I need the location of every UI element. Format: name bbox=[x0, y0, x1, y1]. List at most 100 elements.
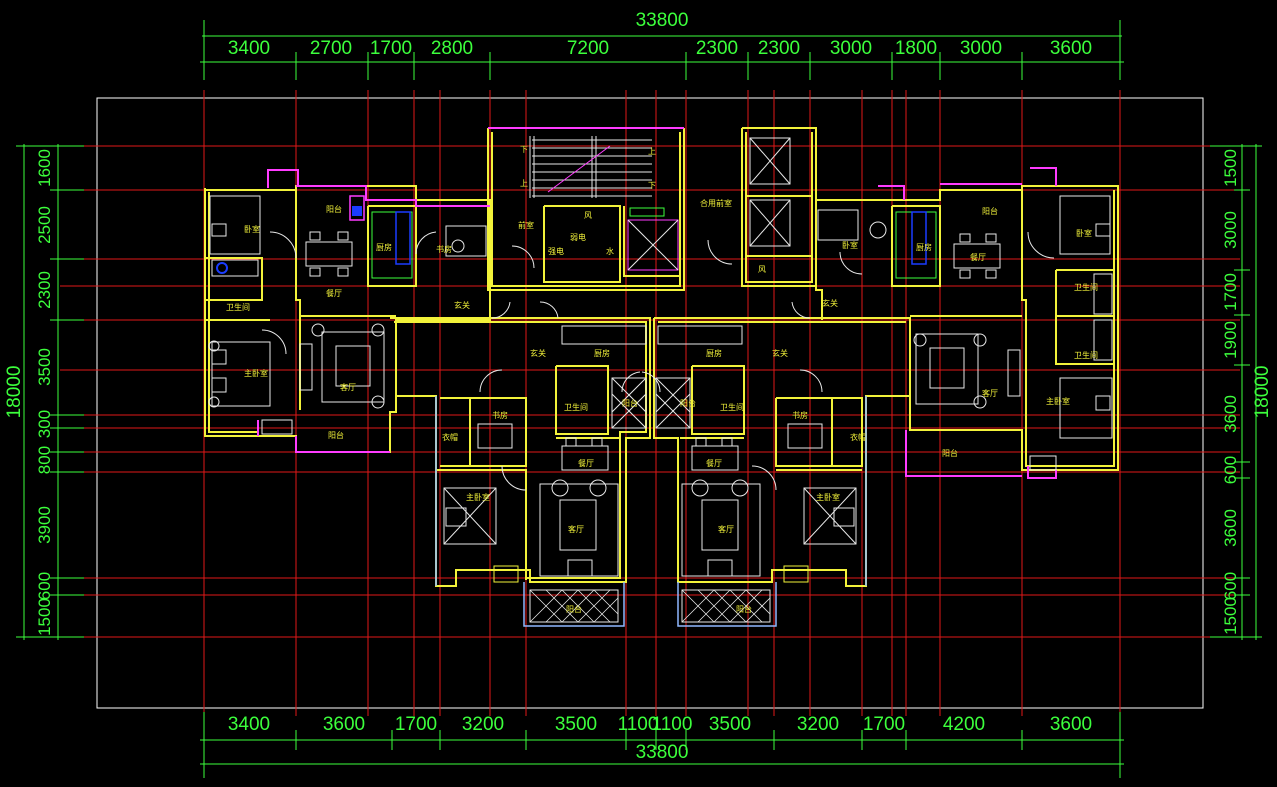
drawing-frame bbox=[96, 97, 1204, 709]
room-ll-dining: 餐厅 bbox=[326, 289, 342, 298]
room-rc-kitchen: 厨房 bbox=[706, 348, 722, 358]
room-core-front: 前室 bbox=[518, 220, 534, 230]
room-rc-study: 书房 bbox=[792, 410, 808, 420]
room-rc-living: 客厅 bbox=[718, 524, 734, 534]
room-ll-bedroom: 卧室 bbox=[244, 224, 260, 234]
room-lc-dining: 餐厅 bbox=[578, 459, 594, 468]
stair-up-left: 上 bbox=[520, 179, 528, 188]
dim-right-3: 1700 bbox=[1221, 273, 1240, 311]
stair-treads bbox=[529, 136, 652, 198]
stair-down-right: 下 bbox=[648, 181, 656, 190]
dim-top-4: 2800 bbox=[431, 38, 473, 59]
dim-bottom-6: 1100 bbox=[618, 714, 659, 735]
room-rc-master: 主卧室 bbox=[816, 492, 840, 502]
dim-top-3: 1700 bbox=[370, 38, 412, 59]
dim-top-total: 33800 bbox=[636, 10, 689, 31]
room-lc-balcony2: 阳台 bbox=[566, 604, 582, 614]
fixtures bbox=[211, 195, 1057, 583]
room-labels: 阳台 卧室 餐厅 厨房 书房 卫生间 主卧室 客厅 阳台 玄关 前室 合用前室 … bbox=[226, 145, 1098, 614]
room-core-water: 水 bbox=[606, 246, 614, 256]
dim-right-total: 18000 bbox=[1252, 366, 1273, 419]
dim-left-1: 1600 bbox=[35, 149, 54, 187]
dim-bottom-8: 3500 bbox=[709, 714, 751, 735]
dim-top-11: 3600 bbox=[1050, 38, 1092, 59]
dim-right-5: 3600 bbox=[1221, 395, 1240, 433]
dim-top-5: 7200 bbox=[567, 38, 609, 59]
dim-bottom-9: 3200 bbox=[797, 714, 839, 735]
dim-bottom-3: 1700 bbox=[395, 714, 437, 735]
balcony-accent-lines bbox=[257, 127, 1057, 479]
room-ll-living: 客厅 bbox=[340, 382, 356, 392]
room-ll-balcony1: 阳台 bbox=[326, 204, 342, 214]
dim-top-7: 2300 bbox=[758, 38, 800, 59]
room-ll-bath: 卫生间 bbox=[226, 302, 250, 312]
elevator-2 bbox=[749, 199, 791, 247]
dim-top-2: 2700 bbox=[310, 38, 352, 59]
dim-right-7: 3600 bbox=[1221, 509, 1240, 547]
dim-left-6: 800 bbox=[35, 446, 54, 474]
dim-top-6: 2300 bbox=[696, 38, 738, 59]
dim-right-8: 600 bbox=[1221, 572, 1240, 600]
dim-right-1: 1500 bbox=[1221, 149, 1240, 187]
building-walls bbox=[204, 127, 1119, 587]
room-lc-kitchen: 厨房 bbox=[594, 348, 610, 358]
dim-right-9: 1500 bbox=[1221, 597, 1240, 635]
room-rc-balcony2: 阳台 bbox=[736, 604, 752, 614]
dim-left-4: 3500 bbox=[35, 348, 54, 386]
furniture bbox=[208, 195, 1113, 623]
dim-top-1: 3400 bbox=[228, 38, 270, 59]
dim-left-2: 2500 bbox=[35, 206, 54, 244]
room-ll-master: 主卧室 bbox=[244, 368, 268, 378]
room-ll-study: 书房 bbox=[436, 244, 452, 254]
elevator-3 bbox=[627, 219, 679, 271]
dim-bottom-2: 3600 bbox=[323, 714, 365, 735]
room-rr-bath1: 卫生间 bbox=[1074, 282, 1098, 292]
dim-right-2: 3000 bbox=[1221, 211, 1240, 249]
room-rc-bath: 卫生间 bbox=[720, 402, 744, 412]
room-ll-kitchen: 厨房 bbox=[376, 242, 392, 252]
room-rr-bath2: 卫生间 bbox=[1074, 350, 1098, 360]
room-ll-foyer: 玄关 bbox=[454, 300, 470, 310]
dim-left-total: 18000 bbox=[4, 366, 25, 419]
door-swings bbox=[261, 231, 1055, 491]
room-rc-balcony: 阳台 bbox=[680, 398, 696, 408]
room-rr-foyer: 玄关 bbox=[822, 298, 838, 308]
stair-elevator-core bbox=[529, 136, 791, 271]
room-ll-balcony2: 阳台 bbox=[328, 430, 344, 440]
room-rr-bedroom2: 卧室 bbox=[1076, 228, 1092, 238]
stair-up-right: 上 bbox=[648, 147, 656, 156]
dim-bottom-1: 3400 bbox=[228, 714, 270, 735]
room-core-wind1: 风 bbox=[584, 211, 592, 220]
elevator-1 bbox=[749, 137, 791, 185]
dim-right-4: 1900 bbox=[1221, 321, 1240, 359]
dim-top-8: 3000 bbox=[830, 38, 872, 59]
room-rr-balcony1: 阳台 bbox=[982, 206, 998, 216]
room-rr-balcony2: 阳台 bbox=[942, 448, 958, 458]
room-lc-balcony: 阳台 bbox=[622, 398, 638, 408]
dimension-labels: 33800 3400 2700 1700 2800 7200 2300 2300… bbox=[4, 10, 1273, 763]
room-lc-wardrobe: 衣帽 bbox=[442, 432, 458, 442]
room-core-pipe2: 弱电 bbox=[570, 232, 586, 242]
room-rc-wardrobe: 衣帽 bbox=[850, 432, 866, 442]
stair-down-left: 下 bbox=[520, 145, 528, 154]
dim-bottom-4: 3200 bbox=[462, 714, 504, 735]
room-lc-study: 书房 bbox=[492, 410, 508, 420]
glass-rails bbox=[435, 396, 867, 627]
dim-bottom-7: 1100 bbox=[652, 714, 693, 735]
dim-left-8: 600 bbox=[35, 572, 54, 600]
dim-bottom-total: 33800 bbox=[636, 742, 689, 763]
room-rr-bedroom: 卧室 bbox=[842, 240, 858, 250]
room-rr-dining: 餐厅 bbox=[970, 253, 986, 262]
room-lc-foyer: 玄关 bbox=[530, 348, 546, 358]
room-rc-foyer: 玄关 bbox=[772, 348, 788, 358]
dim-bottom-5: 3500 bbox=[555, 714, 597, 735]
room-rc-dining: 餐厅 bbox=[706, 459, 722, 468]
dim-bottom-11: 4200 bbox=[943, 714, 985, 735]
room-lc-living: 客厅 bbox=[568, 524, 584, 534]
room-rr-living: 客厅 bbox=[982, 388, 998, 398]
dimension-lines bbox=[16, 20, 1262, 778]
dim-bottom-12: 3600 bbox=[1050, 714, 1092, 735]
room-rr-master: 主卧室 bbox=[1046, 396, 1070, 406]
dim-left-7: 3900 bbox=[35, 506, 54, 544]
